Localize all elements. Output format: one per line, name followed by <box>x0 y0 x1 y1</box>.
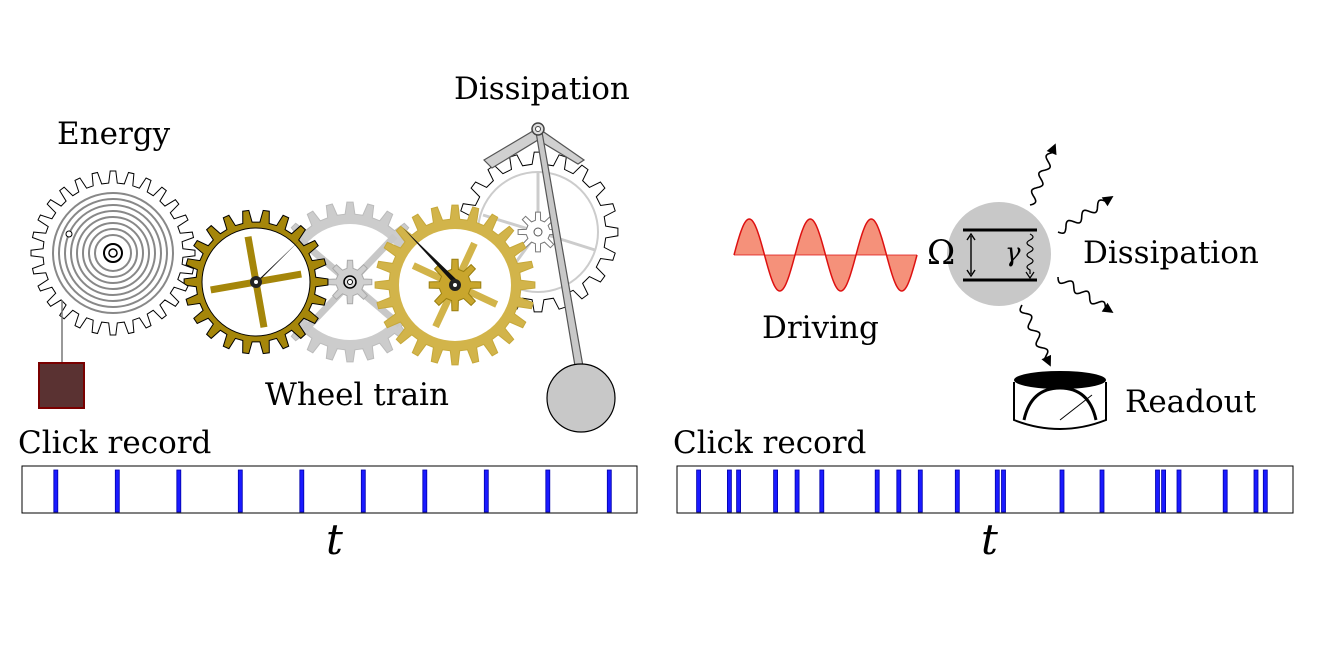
click-event <box>773 469 778 513</box>
two-level-atom <box>947 202 1051 306</box>
mainspring-coil <box>82 222 144 284</box>
photon-arrow <box>1057 199 1108 235</box>
time-axis-label-left: t <box>326 515 343 564</box>
wheel-train-label: Wheel train <box>265 377 449 413</box>
click-event <box>736 469 741 513</box>
quantum-diagram <box>733 143 1114 430</box>
mainspring-barrel <box>30 170 196 336</box>
click-event <box>1262 469 1268 513</box>
click-event <box>1222 469 1228 513</box>
click-record-label-left: Click record <box>18 425 212 461</box>
click-event <box>360 469 366 513</box>
click-event <box>545 469 551 513</box>
gold-gear-light <box>374 204 536 366</box>
click-event <box>1161 469 1166 513</box>
click-event <box>994 469 1000 513</box>
clock-diagram <box>30 122 619 433</box>
click-event <box>114 469 120 513</box>
click-event <box>1099 469 1105 513</box>
photon-arrowhead <box>1101 196 1114 207</box>
weight <box>38 300 85 409</box>
mainspring-coil <box>70 210 156 296</box>
click-event <box>874 469 880 513</box>
decay-rate-symbol: γ <box>1005 238 1021 268</box>
click-event <box>1155 469 1160 513</box>
mainspring-coil <box>58 198 168 308</box>
click-event <box>422 469 428 513</box>
click-event <box>237 469 243 513</box>
gold-gear-dark <box>183 209 329 355</box>
click-event <box>819 469 825 513</box>
readout-label: Readout <box>1125 384 1257 420</box>
dissipation-label-left: Dissipation <box>454 71 630 107</box>
mainspring-coil <box>94 234 132 272</box>
mainspring-coil <box>64 204 162 302</box>
time-axis-label-right: t <box>981 515 998 564</box>
click-record-right <box>676 465 1294 514</box>
mainspring-coil <box>76 216 150 290</box>
click-event <box>794 469 800 513</box>
click-record-left <box>21 465 638 514</box>
click-event <box>483 469 489 513</box>
click-event <box>1059 469 1065 513</box>
rabi-frequency-symbol: Ω <box>927 233 956 273</box>
click-event <box>727 469 732 513</box>
readout-detector <box>1013 371 1107 430</box>
click-event <box>696 469 701 513</box>
photon-arrow <box>1029 150 1056 206</box>
photon-arrowhead <box>1046 143 1057 156</box>
photon-arrowhead <box>1101 302 1114 313</box>
click-event <box>1253 469 1259 513</box>
driving-label: Driving <box>762 310 879 346</box>
click-event <box>917 469 923 513</box>
mainspring-coil <box>52 192 174 314</box>
click-event <box>299 469 305 513</box>
click-event <box>896 469 902 513</box>
click-event <box>53 469 59 513</box>
click-event <box>1001 469 1006 513</box>
emission-photons <box>1019 143 1114 367</box>
photon-arrow <box>1057 276 1107 311</box>
photon-arrowhead <box>1041 354 1052 367</box>
click-record-label-right: Click record <box>673 425 867 461</box>
click-event <box>954 469 960 513</box>
mainspring-coil <box>88 228 138 278</box>
energy-label: Energy <box>57 116 171 152</box>
click-event <box>606 469 612 513</box>
driving-wave <box>733 218 918 292</box>
click-event <box>1176 469 1182 513</box>
click-event <box>176 469 182 513</box>
pendulum <box>531 122 616 433</box>
photon-arrow <box>1019 304 1049 362</box>
dissipation-label-right: Dissipation <box>1083 235 1259 271</box>
